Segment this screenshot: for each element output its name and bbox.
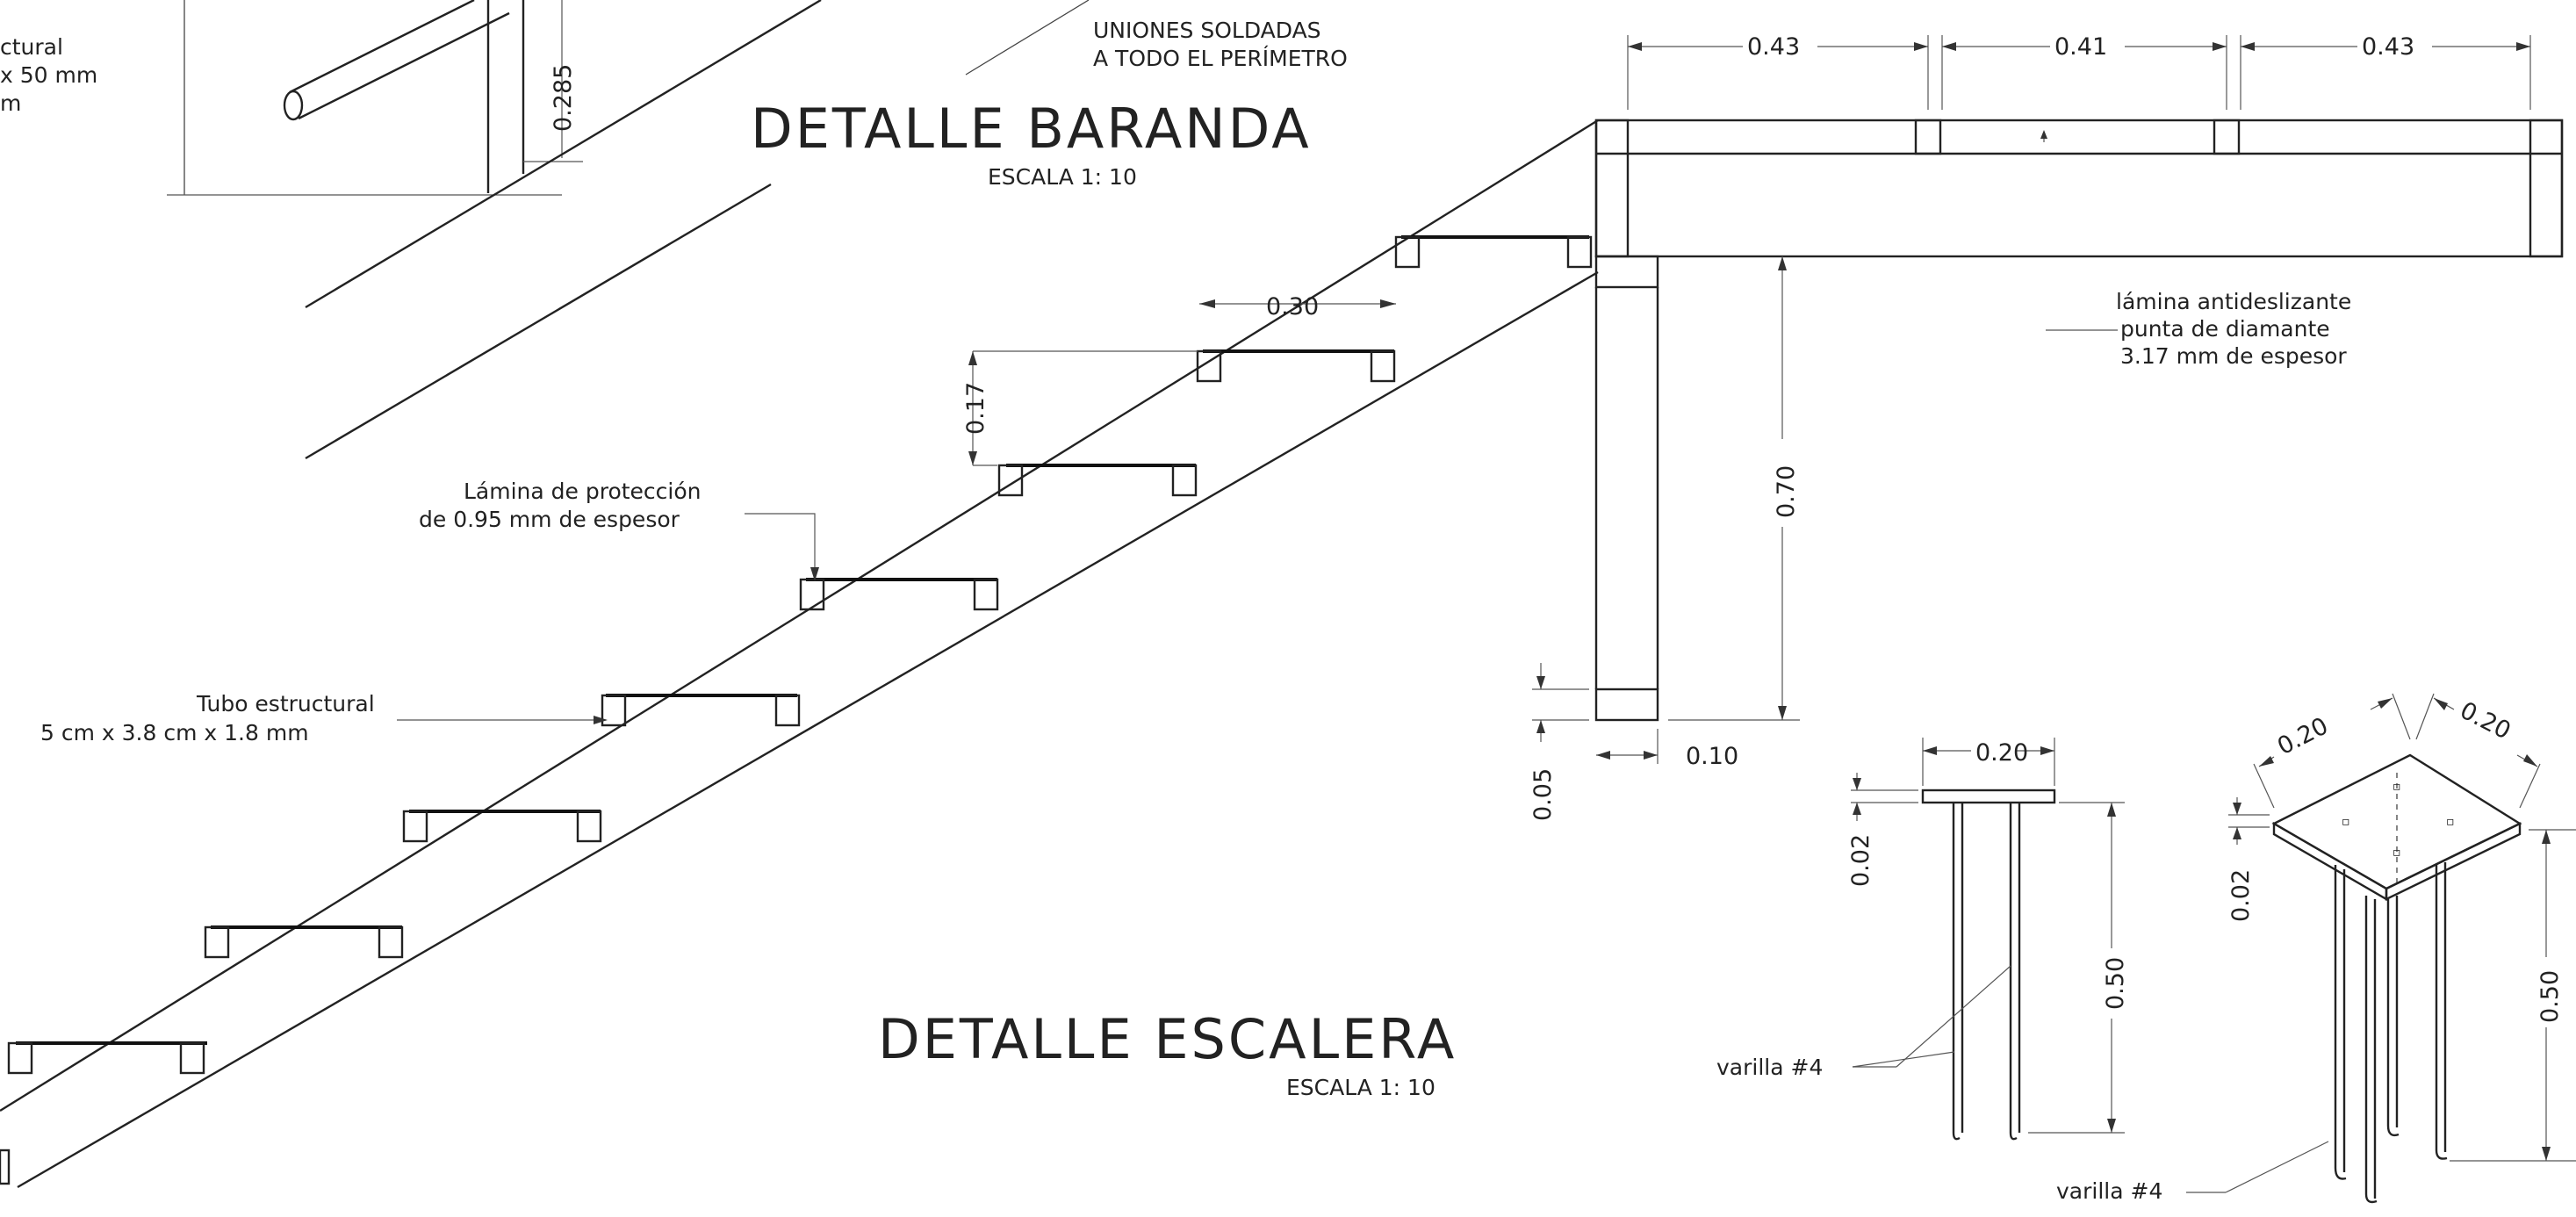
anchor-iso-rod-3 [2435, 865, 2448, 1160]
step-4 [601, 694, 801, 727]
anchor-iso-plate-front [2272, 821, 2388, 902]
platform-dim-top-2: 0.41 [2054, 33, 2107, 61]
anchor-front-label: varilla #4 [1716, 1055, 1823, 1080]
baranda-handrail-end [283, 90, 304, 121]
platform-note-3: 3.17 mm de espesor [2120, 343, 2347, 369]
platform-note-2: punta de diamante [2120, 316, 2330, 342]
platform-joint-2 [2213, 119, 2241, 155]
step-7 [1196, 349, 1396, 383]
baranda-weld-note-1: UNIONES SOLDADAS [1093, 18, 1321, 43]
platform-dim-base-width-label: 0.10 [1686, 743, 1738, 770]
platform-detail: 0.43 0.41 0.43 0.70 0.05 [1529, 33, 2564, 821]
anchor-iso-hole-3: ▫ [2393, 780, 2401, 794]
baranda-stringer-upper [305, 0, 822, 309]
step-2 [204, 925, 404, 959]
anchor-iso-rod-2 [2364, 896, 2378, 1204]
platform-dim-top-3: 0.43 [2362, 33, 2414, 61]
escalera-leader-lamina [745, 513, 816, 580]
anchor-front-dim-width: 0.20 [1975, 739, 2028, 767]
anchor-iso-dim-plate: 0.02 [2227, 869, 2255, 922]
baranda-scale: ESCALA 1: 10 [988, 164, 1137, 190]
anchor-front-dim-length: 0.50 [2102, 957, 2129, 1010]
escalera-scale: ESCALA 1: 10 [1286, 1075, 1436, 1100]
escalera-note-lamina-2: de 0.95 mm de espesor [419, 507, 680, 532]
escalera-stringer-top [0, 119, 1599, 1113]
platform-column-cap [1594, 255, 1659, 289]
baranda-stringer-lower [305, 183, 772, 460]
platform-beam [1594, 119, 2564, 258]
platform-dim-height-label: 0.70 [1773, 465, 1800, 518]
escalera-title: DETALLE ESCALERA [878, 1007, 1457, 1071]
step-8 [1394, 235, 1593, 269]
platform-joint-1 [1914, 119, 1942, 155]
anchor-iso-rod-1 [2334, 865, 2347, 1180]
escalera-note-tubo-1: Tubo estructural [196, 691, 375, 717]
anchor-iso-hole-2: ▫ [2446, 815, 2455, 829]
anchor-front-rod-1 [1952, 803, 1961, 1141]
anchor-iso-dim-width-a: 0.20 [2273, 712, 2333, 760]
baranda-stringer-cut [965, 0, 1090, 76]
step-5 [799, 578, 999, 611]
anchor-iso-hole-1: ▫ [2342, 815, 2350, 829]
escalera-steps [0, 235, 1593, 1185]
baranda-handrail-top [289, 0, 475, 94]
escalera-dim-tread-label: 0.30 [1266, 293, 1319, 320]
platform-dim-base-height-label: 0.05 [1529, 768, 1557, 821]
anchor-front-detail: 0.20 0.02 0.50 varilla #4 [1716, 738, 2129, 1141]
step-3 [402, 810, 602, 843]
anchor-front-dim-plate: 0.02 [1847, 834, 1874, 887]
anchor-iso-dim-length: 0.50 [2536, 970, 2564, 1023]
escalera-note-tubo-2: 5 cm x 3.8 cm x 1.8 mm [40, 720, 309, 745]
escalera-stringer-bottom [17, 270, 1599, 1189]
anchor-iso-detail: ▫ ▫ ▫ ▫ 0.20 0.20 0.02 [2056, 693, 2576, 1204]
escalera-detail: 0.30 0.17 Lámina de protección de 0.95 m… [0, 119, 1599, 1189]
platform-column-base [1594, 688, 1659, 722]
baranda-partial-note-1: ctural [0, 34, 63, 60]
anchor-front-leader-2 [1896, 965, 2011, 1068]
platform-post-left [1594, 119, 1630, 258]
baranda-handrail-bottom [298, 11, 510, 120]
baranda-detail: ctural x 50 mm m 0.285 UNIONES SOLDADAS … [0, 0, 1348, 460]
baranda-title: DETALLE BARANDA [751, 97, 1312, 161]
anchor-iso-leader [2225, 1141, 2329, 1193]
baranda-dim-height: 0.285 [550, 64, 577, 132]
platform-dims-top: 0.43 0.41 0.43 [1627, 33, 2531, 110]
step-partial [0, 1149, 11, 1185]
anchor-iso-rod-4 [2386, 899, 2400, 1137]
platform-note-1: lámina antideslizante [2116, 289, 2351, 314]
anchor-front-leader-1 [1852, 1051, 1955, 1068]
escalera-dim-riser: 0.17 [962, 350, 1198, 466]
baranda-weld-note-2: A TODO EL PERÍMETRO [1093, 46, 1348, 71]
platform-dim-base-width: 0.10 [1596, 729, 1738, 770]
anchor-iso-plate-side [2385, 822, 2522, 901]
baranda-partial-note-2: x 50 mm [0, 62, 97, 88]
anchor-iso-label: varilla #4 [2056, 1178, 2162, 1204]
escalera-dim-riser-label: 0.17 [962, 382, 989, 435]
platform-dim-height: 0.70 [1668, 256, 1800, 721]
baranda-partial-note-3: m [0, 90, 21, 116]
escalera-note-lamina-1: Lámina de protección [464, 479, 702, 504]
platform-post-right [2529, 119, 2564, 258]
anchor-front-rod-2 [2009, 803, 2018, 1141]
anchor-iso-hole-4: ▫ [2393, 846, 2401, 860]
step-6 [997, 464, 1198, 497]
anchor-iso-dim-width-b: 0.20 [2456, 697, 2515, 745]
platform-dim-top-1: 0.43 [1747, 33, 1800, 61]
escalera-dim-tread: 0.30 [1199, 293, 1396, 320]
anchor-front-plate [1921, 789, 2056, 804]
step-1 [7, 1041, 207, 1075]
platform-dim-base-height: 0.05 [1529, 663, 1589, 821]
